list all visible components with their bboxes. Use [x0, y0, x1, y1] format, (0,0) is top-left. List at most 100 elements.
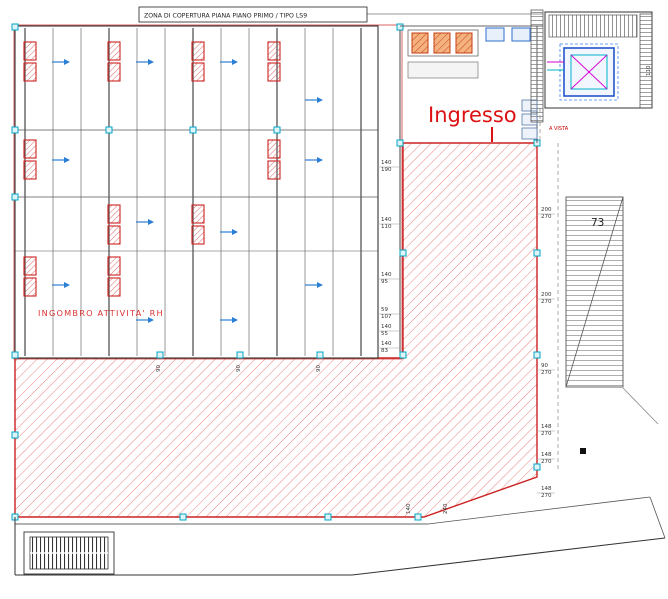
rooftop-plant-area — [407, 27, 538, 140]
flow-arrow-head — [232, 59, 238, 65]
flow-arrow-head — [148, 59, 154, 65]
skylight-marker — [23, 160, 37, 180]
reference-square — [316, 351, 324, 359]
dimension-label: 110 — [646, 65, 652, 76]
flow-arrow-head — [317, 157, 323, 163]
chamfer-cap — [649, 496, 666, 539]
skylight-marker — [107, 225, 121, 245]
plant-unit-hatch — [456, 33, 472, 53]
flow-arrow-head — [317, 282, 323, 288]
flow-arrow-head — [64, 282, 70, 288]
skylight-marker — [191, 62, 205, 82]
reference-square — [11, 126, 19, 134]
reference-square — [533, 249, 541, 257]
dimension-label: 270 — [541, 493, 552, 499]
reference-square — [11, 23, 19, 31]
dimension-label: 200 — [541, 207, 552, 213]
dimension-label: 95 — [381, 279, 388, 285]
skylight-marker — [267, 41, 281, 61]
chamfer-outer — [351, 537, 666, 576]
bottom-boundary — [14, 496, 666, 576]
skylight-marker — [267, 160, 281, 180]
reference-square — [179, 513, 187, 521]
stair-landing-line — [622, 387, 659, 425]
dimension-label: 148 — [541, 452, 552, 458]
plant-table — [407, 61, 479, 79]
plant-unit-hatch — [412, 33, 428, 53]
reference-square — [399, 249, 407, 257]
stair-diagonal — [565, 196, 624, 388]
skylight-marker — [107, 41, 121, 61]
dimension-label: 83 — [381, 348, 388, 354]
dimension-label: 140 — [406, 503, 412, 514]
ingresso-label: Ingresso — [428, 103, 517, 127]
dimension-labels: 1401901401101409559107140551408320027020… — [156, 65, 652, 514]
skylight-marker — [191, 41, 205, 61]
dimension-label: 270 — [541, 370, 552, 376]
dimension-label: 140 — [381, 272, 392, 278]
skylight-marker — [267, 139, 281, 159]
dimension-label: 140 — [381, 324, 392, 330]
skylight-marker — [23, 256, 37, 276]
flow-arrow-head — [148, 219, 154, 225]
dimension-label: 59 — [381, 307, 388, 313]
dimension-label: 240 — [443, 503, 449, 514]
dimension-label: 270 — [541, 459, 552, 465]
small-box — [521, 127, 538, 140]
title-label: ZONA DI COPERTURA PIANA PIANO PRIMO / TI… — [144, 13, 307, 20]
flow-arrow-head — [232, 229, 238, 235]
skylight-marker — [191, 225, 205, 245]
dimension-label: 200 — [541, 292, 552, 298]
dimension-ticks — [378, 166, 555, 494]
ingombro-outline — [13, 24, 403, 360]
dimension-label: 140 — [381, 341, 392, 347]
reference-square — [324, 513, 332, 521]
skylight-marker — [107, 277, 121, 297]
reference-square — [533, 351, 541, 359]
reference-square — [189, 126, 197, 134]
skylight-marker — [107, 62, 121, 82]
flow-arrow-head — [148, 317, 154, 323]
dimension-label: 107 — [381, 314, 392, 320]
skylight-marker — [267, 62, 281, 82]
dimension-label: 190 — [381, 167, 392, 173]
reference-square — [399, 351, 407, 359]
flow-arrow-head — [317, 97, 323, 103]
skylight-marker — [107, 204, 121, 224]
dimension-label: 90 — [236, 365, 242, 372]
chamfer-inner — [427, 496, 651, 525]
dimension-label: 90 — [156, 365, 162, 372]
dimension-label: 148 — [541, 424, 552, 430]
skylight-marker — [23, 139, 37, 159]
dimension-label: 270 — [541, 299, 552, 305]
skylight-marker — [23, 41, 37, 61]
reference-square — [11, 431, 19, 439]
roof-grid-lines — [15, 28, 378, 356]
dimension-label: 55 — [381, 331, 388, 337]
flow-arrow-head — [64, 157, 70, 163]
reference-square — [533, 463, 541, 471]
dimension-label: 270 — [541, 214, 552, 220]
stair-room-number: 73 — [591, 217, 604, 229]
dimension-label: 148 — [541, 486, 552, 492]
reference-square — [156, 351, 164, 359]
reference-square — [273, 126, 281, 134]
plant-unit-hatch — [434, 33, 450, 53]
ladder-strip — [530, 9, 544, 123]
stair-flight — [548, 14, 638, 38]
title-callout: ZONA DI COPERTURA PIANA PIANO PRIMO / TI… — [138, 6, 543, 23]
elevator-diagonal — [570, 54, 608, 90]
skylight-marker — [191, 204, 205, 224]
reference-square — [11, 351, 19, 359]
blue-unit — [511, 27, 531, 42]
flow-direction-arrows — [52, 59, 323, 323]
reference-square — [105, 126, 113, 134]
stair-elevator-tower — [530, 9, 653, 123]
reference-square — [414, 513, 422, 521]
column-square — [580, 448, 586, 454]
skylight-marker — [107, 256, 121, 276]
skylight-marker — [23, 62, 37, 82]
dimension-label: 90 — [541, 363, 548, 369]
elevator-dashed-zone — [559, 43, 619, 101]
